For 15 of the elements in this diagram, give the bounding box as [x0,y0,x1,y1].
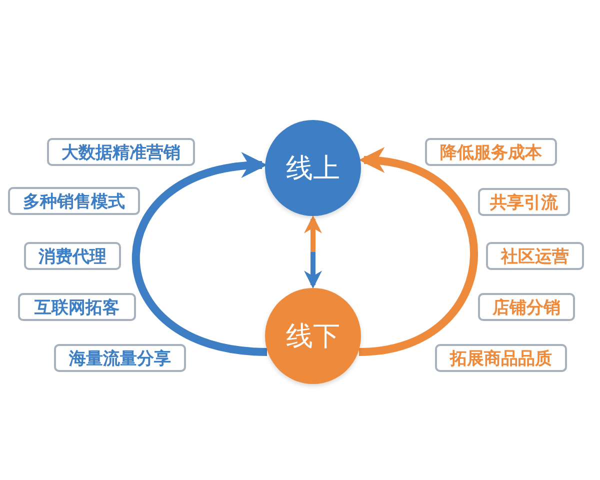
tag-box: 社区运营 [486,242,584,270]
curved-arrow [358,149,478,356]
tag-box: 互联网拓客 [18,293,136,321]
tag-box: 海量流量分享 [54,344,186,372]
circle-node: 线下 [265,288,361,384]
tag-box: 降低服务成本 [425,138,557,166]
tag-box: 店铺分销 [478,293,575,321]
curved-arrow [132,154,268,356]
tag-box: 消费代理 [24,242,121,270]
curved-arrow [304,215,322,289]
tag-box: 共享引流 [478,188,570,216]
tag-box: 多种销售模式 [8,187,140,215]
circle-node: 线上 [265,120,361,216]
tag-box: 拓展商品品质 [435,344,567,372]
tag-box: 大数据精准营销 [47,138,195,166]
